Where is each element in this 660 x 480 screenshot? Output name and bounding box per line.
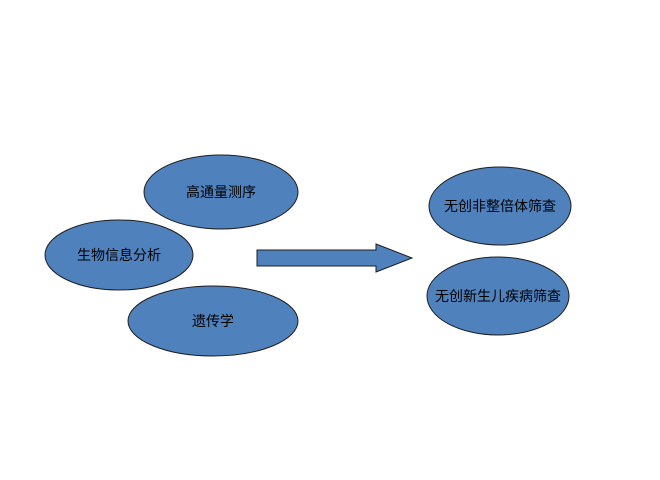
node-bioinformatics-analysis-shape [44,219,194,291]
node-non-invasive-aneuploidy-screening-shape [428,166,572,246]
node-non-invasive-aneuploidy-screening: 无创非整倍体筛查 [428,166,572,246]
node-genetics: 遗传学 [127,285,299,357]
target-group: 无创非整倍体筛查 无创新生儿疾病筛查 [426,166,572,336]
node-non-invasive-aneuploidy-screening-label: 无创非整倍体筛查 [444,199,556,215]
node-high-throughput-sequencing-label: 高通量测序 [186,184,256,201]
node-non-invasive-newborn-disease-screening-shape [426,256,570,336]
node-high-throughput-sequencing-shape [143,154,299,230]
source-group: 高通量测序 生物信息分析 遗传学 [44,154,299,357]
node-non-invasive-newborn-disease-screening: 无创新生儿疾病筛查 [426,256,570,336]
node-genetics-shape [127,285,299,357]
node-high-throughput-sequencing: 高通量测序 [143,154,299,230]
node-genetics-label: 遗传学 [192,314,234,330]
node-bioinformatics-analysis: 生物信息分析 [44,219,194,291]
node-bioinformatics-analysis-label: 生物信息分析 [77,247,161,264]
flow-arrow [256,243,414,273]
node-non-invasive-newborn-disease-screening-label: 无创新生儿疾病筛查 [435,289,561,305]
flow-arrow-shape [256,243,414,273]
